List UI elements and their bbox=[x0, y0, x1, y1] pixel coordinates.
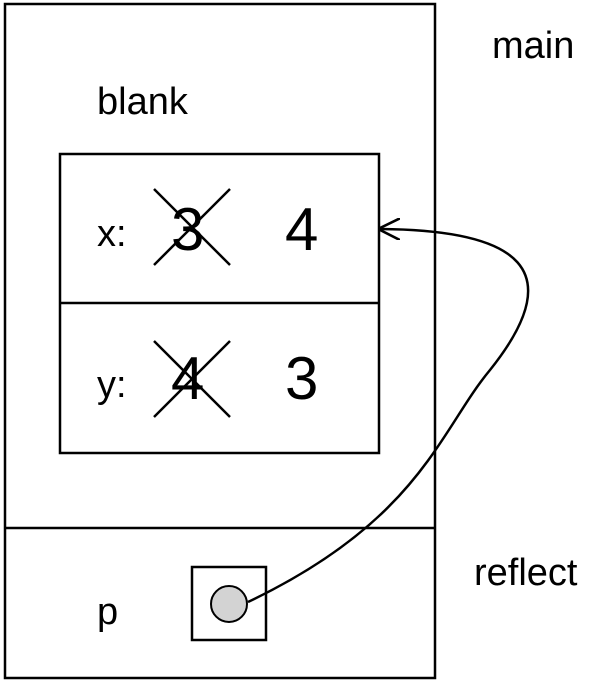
main-frame-label: main bbox=[492, 25, 574, 67]
reflect-frame-label: reflect bbox=[474, 552, 578, 594]
field-x-old-value: 3 bbox=[171, 196, 204, 263]
field-y-old-value: 4 bbox=[171, 345, 204, 412]
cross-out-y-icon bbox=[153, 340, 231, 418]
stack-outer-box bbox=[3, 2, 437, 680]
pointer-dot-icon bbox=[210, 585, 248, 623]
parameter-p-box bbox=[190, 565, 268, 642]
cross-out-x-icon bbox=[153, 188, 231, 266]
object-variable-label: blank bbox=[97, 81, 189, 123]
field-x-new-value: 4 bbox=[285, 196, 318, 263]
parameter-p-label: p bbox=[97, 591, 118, 633]
field-x-label: x: bbox=[97, 213, 127, 255]
reference-arrow bbox=[247, 229, 530, 604]
field-x: x: 3 4 bbox=[97, 188, 318, 266]
field-y-new-value: 3 bbox=[285, 345, 318, 412]
field-y-label: y: bbox=[97, 364, 127, 406]
field-y: y: 4 3 bbox=[97, 340, 318, 418]
